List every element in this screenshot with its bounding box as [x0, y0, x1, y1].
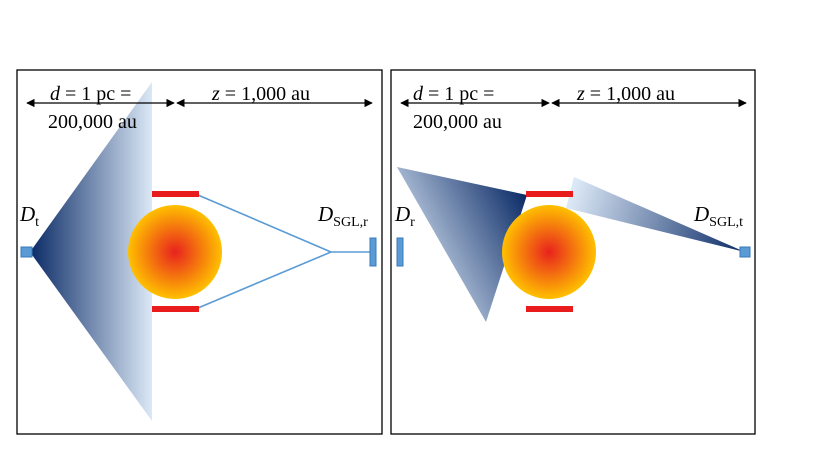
distance-d-label: d = 1 pc =: [413, 83, 494, 105]
distance-d-label: d = 1 pc =: [50, 83, 131, 105]
sgl-receiver-label: DSGL,r: [317, 202, 368, 230]
right-panel-frame: [390, 69, 756, 435]
sgl-transmitter-label: DSGL,t: [693, 202, 743, 230]
receiver-detector: [396, 237, 404, 267]
transmitter-beam-cone: [30, 82, 152, 421]
upper-light-ray: [197, 194, 332, 253]
distance-d-label-au: 200,000 au: [413, 111, 502, 133]
sun: [502, 205, 596, 299]
distance-d-label-au: 200,000 au: [48, 111, 137, 133]
lower-occulter: [526, 306, 573, 312]
receiver-label: Dr: [394, 202, 415, 230]
left-panel: d = 1 pc = 200,000 au z = 1,000 au Dt DS…: [16, 69, 383, 435]
lower-light-ray: [197, 251, 332, 309]
upper-occulter: [152, 191, 199, 197]
sun: [128, 205, 222, 299]
transmitter-beam-cone-sgl: [566, 177, 745, 252]
sgl-transmitter-detector: [739, 246, 751, 258]
transmitter-detector: [20, 246, 33, 258]
distance-z-label: z = 1,000 au: [576, 83, 675, 105]
lower-occulter: [152, 306, 199, 312]
sgl-receiver-detector: [369, 237, 377, 267]
right-panel: d = 1 pc = 200,000 au z = 1,000 au Dr DS…: [390, 69, 756, 435]
upper-occulter: [526, 191, 573, 197]
distance-z-label: z = 1,000 au: [211, 83, 310, 105]
left-panel-frame: [16, 69, 383, 435]
transmitter-label: Dt: [19, 202, 39, 230]
receiver-beam-cone: [397, 167, 527, 322]
